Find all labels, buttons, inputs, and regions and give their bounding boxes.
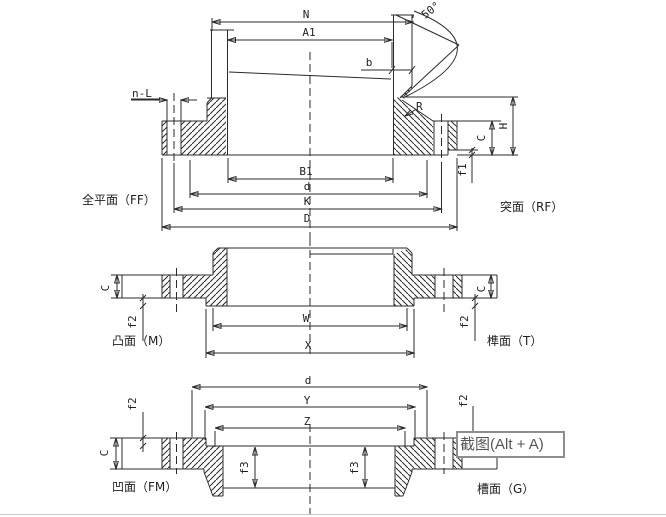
figure-middle-male-tongue-flange: C f2 W X C f2 凸面（M） 榫面（T） xyxy=(99,238,542,358)
figure-bottom-hatching xyxy=(162,438,462,496)
caption-male-face-M: 凸面（M） xyxy=(112,334,170,348)
dim-label-f2-mid-right: f2 xyxy=(458,315,471,328)
dim-label-Y: Y xyxy=(304,394,311,407)
figure-middle-dimensions: C f2 W X C f2 xyxy=(99,274,491,358)
dim-label-N: N xyxy=(303,8,310,21)
dim-label-C-mid-left: C xyxy=(99,285,112,292)
dim-label-K: K xyxy=(304,195,311,208)
figure-bottom-outline xyxy=(121,437,498,497)
dim-label-C-top: C xyxy=(475,135,488,142)
dim-label-A1: A1 xyxy=(302,26,315,39)
figure-top-weld-neck-flange: N A1 b 50° R H C xyxy=(82,0,563,240)
figure-bottom-centerlines xyxy=(176,424,445,514)
dim-label-R: R xyxy=(416,100,423,113)
dim-label-C-bottom: C xyxy=(98,450,111,457)
dim-label-b: b xyxy=(366,56,373,69)
caption-groove-face-G: 槽面（G） xyxy=(477,482,534,496)
dim-label-d-top: d xyxy=(304,180,311,193)
screenshot-shortcut-tooltip: 截图(Alt + A) xyxy=(456,431,565,458)
window-bottom-divider xyxy=(0,514,666,515)
dim-label-D: D xyxy=(304,212,311,225)
caption-female-face-FM: 凹面（FM） xyxy=(112,480,177,494)
dim-label-f2-mid-left: f2 xyxy=(126,315,139,328)
figure-top-dimensions: N A1 b 50° R H C xyxy=(131,0,518,231)
figure-bottom-female-groove-flange: d Y Z f2 C f3 f3 f2 xyxy=(98,374,534,514)
figure-bottom-dimensions: d Y Z f2 C f3 f3 f2 xyxy=(98,374,474,487)
dim-label-n-L: n-L xyxy=(132,87,152,100)
dim-label-Z: Z xyxy=(304,415,311,428)
dim-label-f2-bot-left: f2 xyxy=(126,397,139,410)
dim-label-X: X xyxy=(305,339,312,352)
caption-tongue-face-T: 榫面（T） xyxy=(487,333,542,348)
figure-middle-outline xyxy=(121,247,498,307)
dim-label-f3-right: f3 xyxy=(348,461,361,474)
caption-full-face-FF: 全平面（FF） xyxy=(82,192,156,207)
figure-middle-centerlines xyxy=(176,238,445,358)
dim-label-f1: f1 xyxy=(456,163,469,176)
figure-top-outline xyxy=(161,14,458,156)
dim-label-f3-left: f3 xyxy=(238,461,251,474)
dim-label-bevel-angle: 50° xyxy=(419,0,443,21)
dim-label-C-mid-right: C xyxy=(475,286,488,293)
figure-top-hatching xyxy=(162,86,457,155)
figure-middle-hatching xyxy=(162,248,462,306)
dim-label-d-bottom: d xyxy=(305,374,312,387)
caption-raised-face-RF: 突面（RF） xyxy=(500,199,563,214)
dim-label-f2-bot-right: f2 xyxy=(457,394,470,407)
dim-label-H: H xyxy=(497,123,510,130)
dim-label-B1: B1 xyxy=(299,165,312,178)
dim-label-W: W xyxy=(303,312,310,325)
